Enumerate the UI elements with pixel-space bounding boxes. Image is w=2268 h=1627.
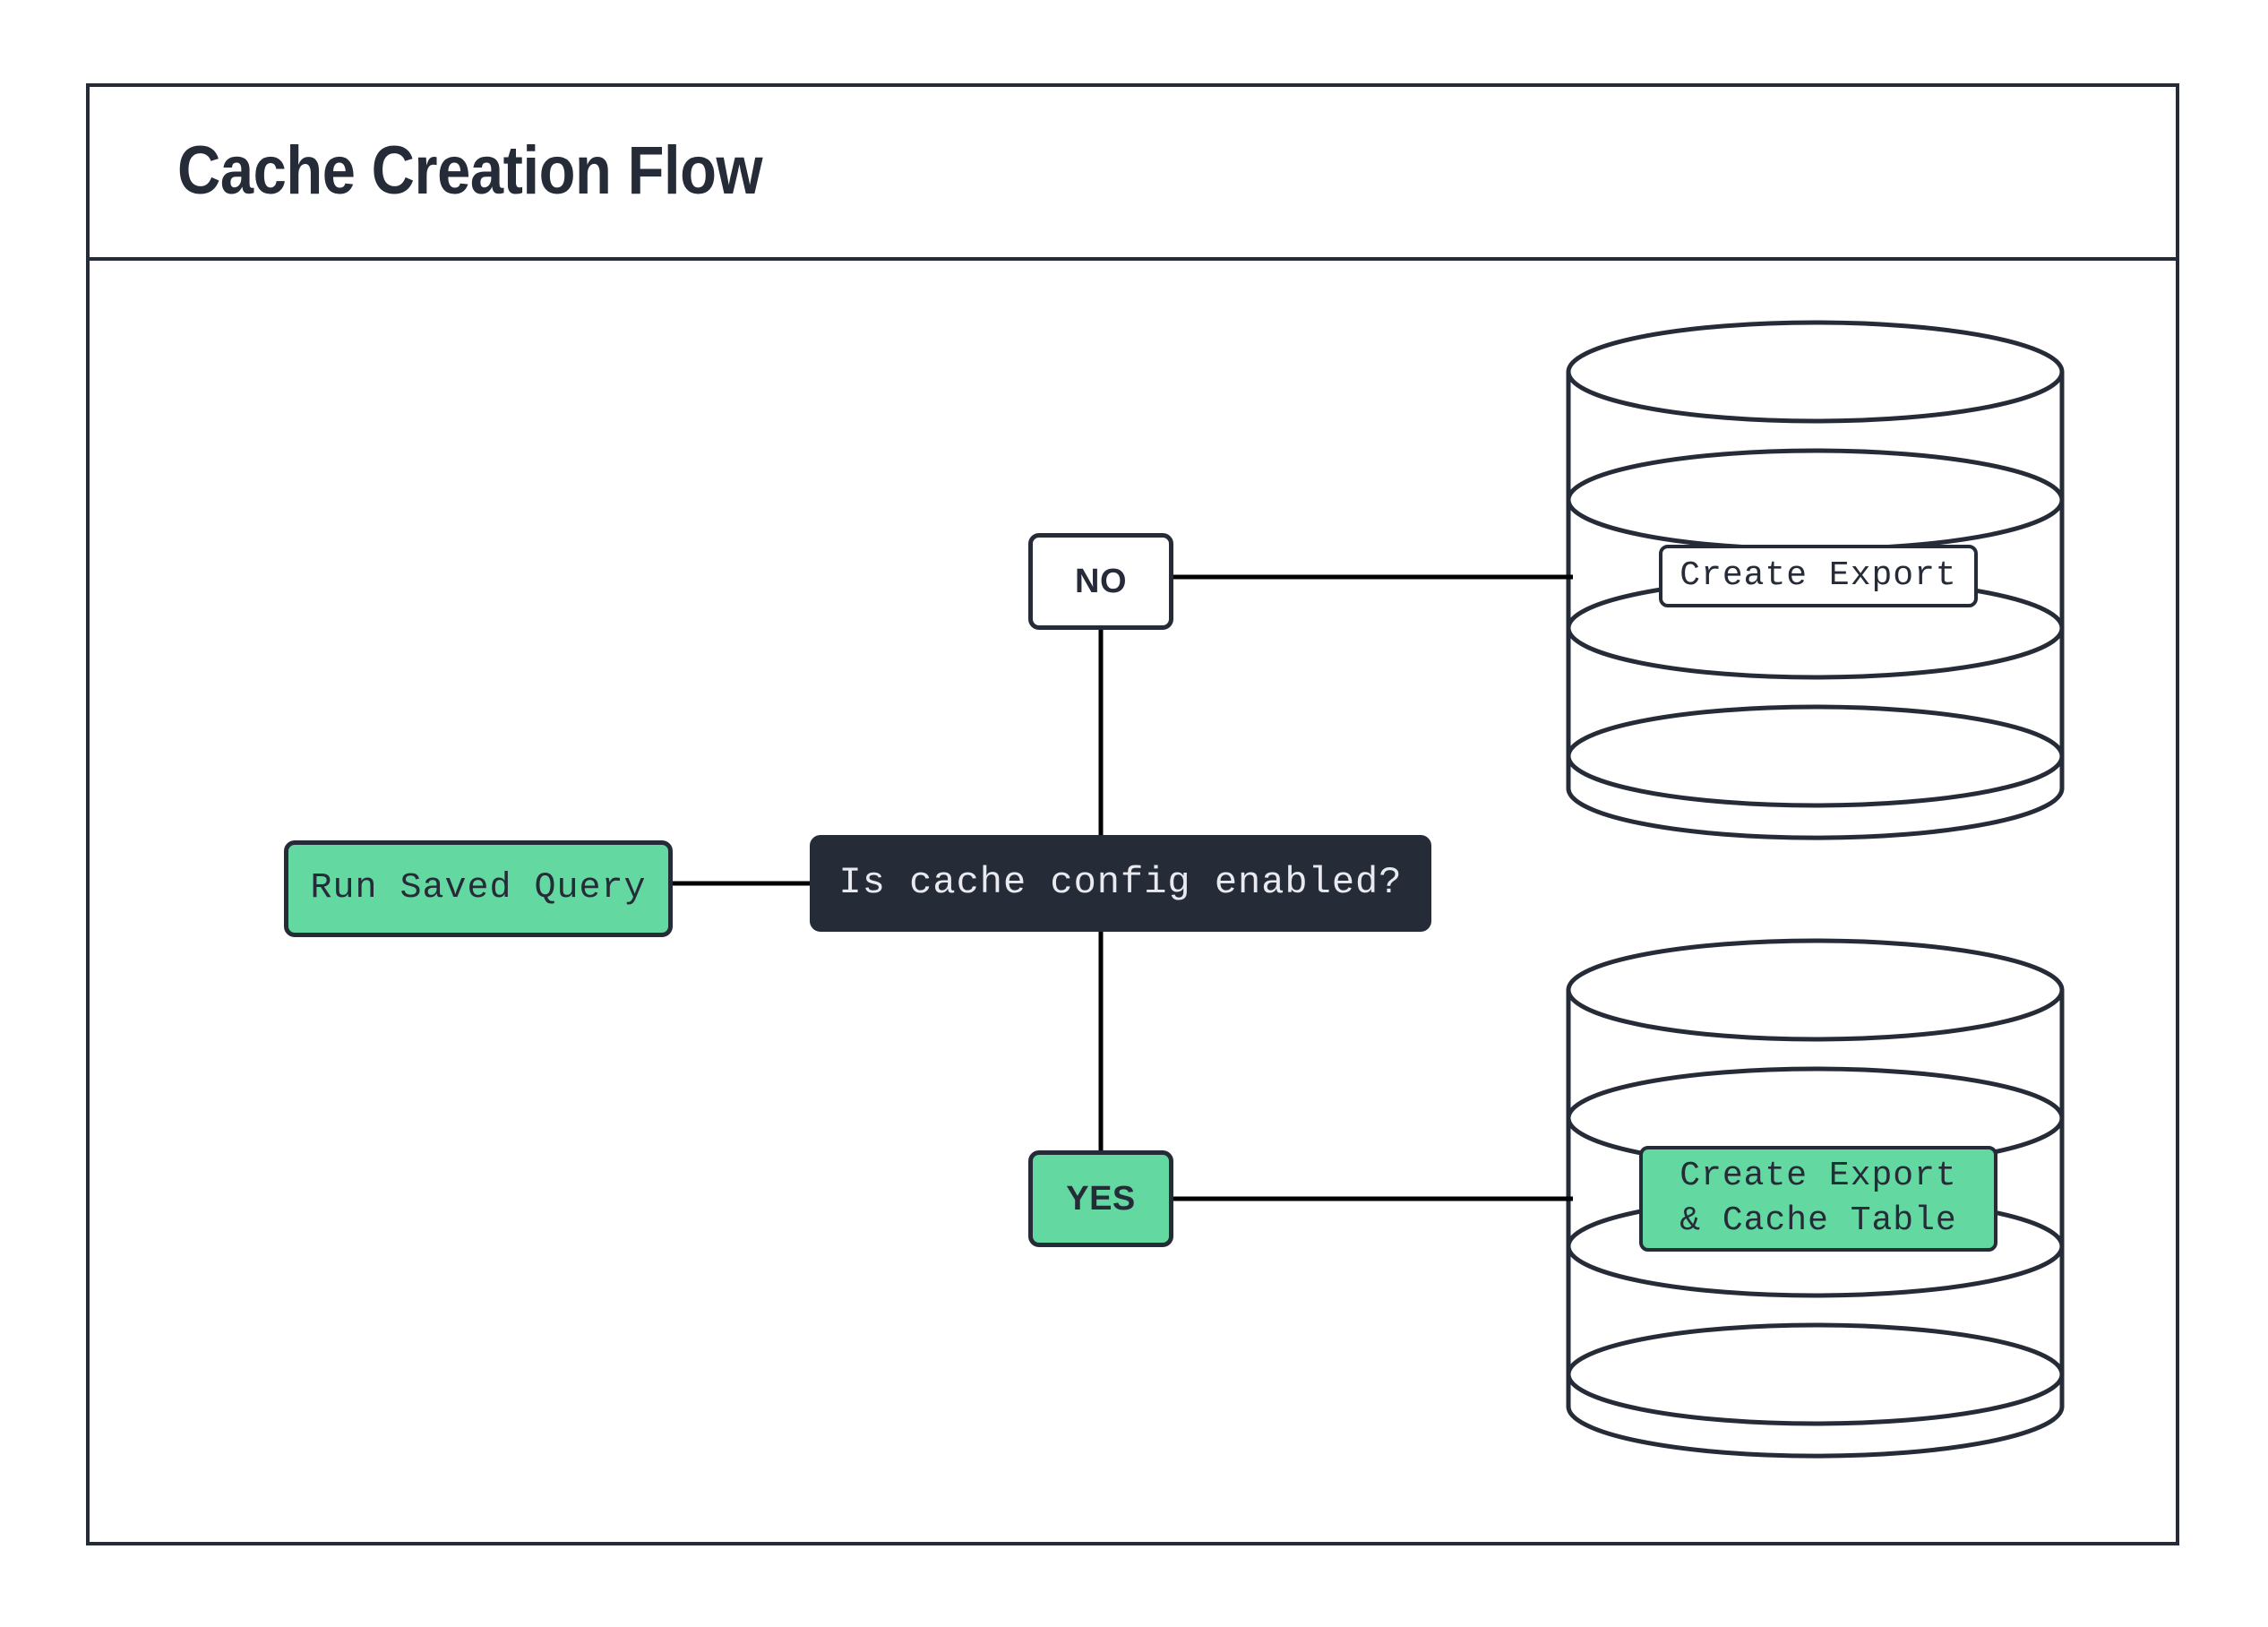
node-run-saved-query[interactable]: Run Saved Query <box>284 840 673 937</box>
diagram-title-bar: Cache Creation Flow <box>86 83 2179 261</box>
page-title: Cache Creation Flow <box>177 132 763 209</box>
node-create-export-and-cache-table[interactable]: Create Export & Cache Table <box>1639 1146 1997 1252</box>
diagram-frame <box>86 83 2179 1545</box>
node-branch-no[interactable]: NO <box>1028 533 1173 630</box>
node-create-export[interactable]: Create Export <box>1659 545 1978 607</box>
node-label-line-1: Create Export <box>1680 1156 1957 1195</box>
node-label-line-2: & Cache Table <box>1680 1201 1957 1240</box>
node-decision-is-cache-config-enabled[interactable]: Is cache config enabled? <box>810 835 1431 932</box>
node-branch-yes[interactable]: YES <box>1028 1150 1173 1247</box>
